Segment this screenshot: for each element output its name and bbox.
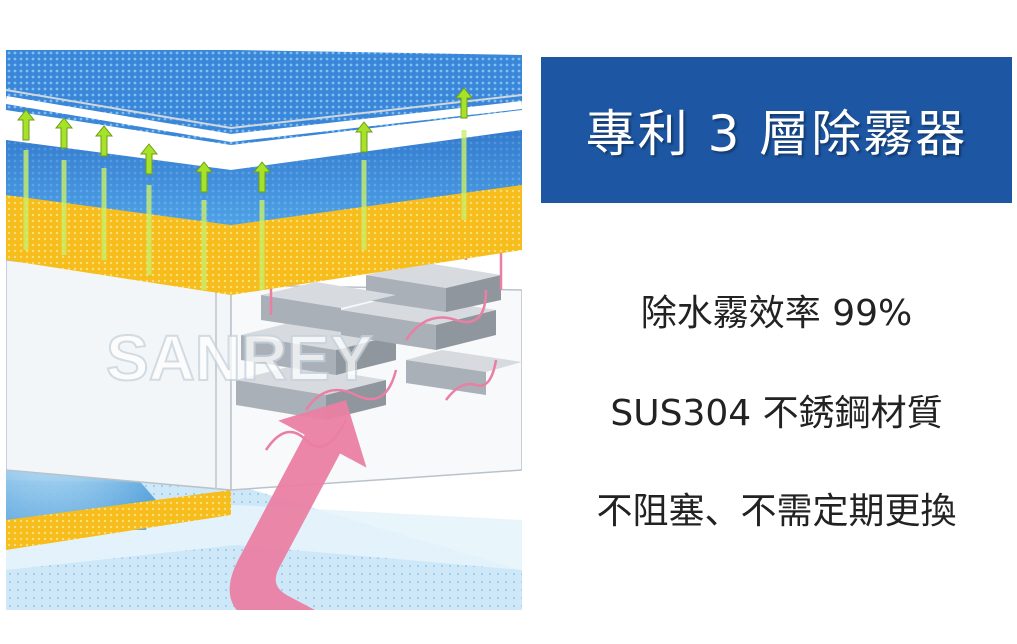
- page-title: 專利 3 層除霧器: [585, 105, 968, 163]
- frame-edge: [5, 96, 523, 143]
- feature-efficiency: 除水霧效率 99%: [640, 293, 913, 334]
- demister-illustration: SANREY: [5, 50, 523, 644]
- lower-filter-strip: [6, 490, 231, 550]
- feature-maintenance: 不阻塞、不需定期更換: [596, 491, 957, 532]
- demister-diagram: SANREY: [5, 50, 523, 644]
- title-banner: 專利 3 層除霧器: [541, 57, 1012, 203]
- watermark-text: SANREY: [106, 322, 373, 394]
- green-up-arrow-icon: [16, 87, 474, 193]
- feature-material: SUS304 不銹鋼材質: [610, 393, 943, 434]
- pink-flow-arrow-icon: [229, 399, 367, 644]
